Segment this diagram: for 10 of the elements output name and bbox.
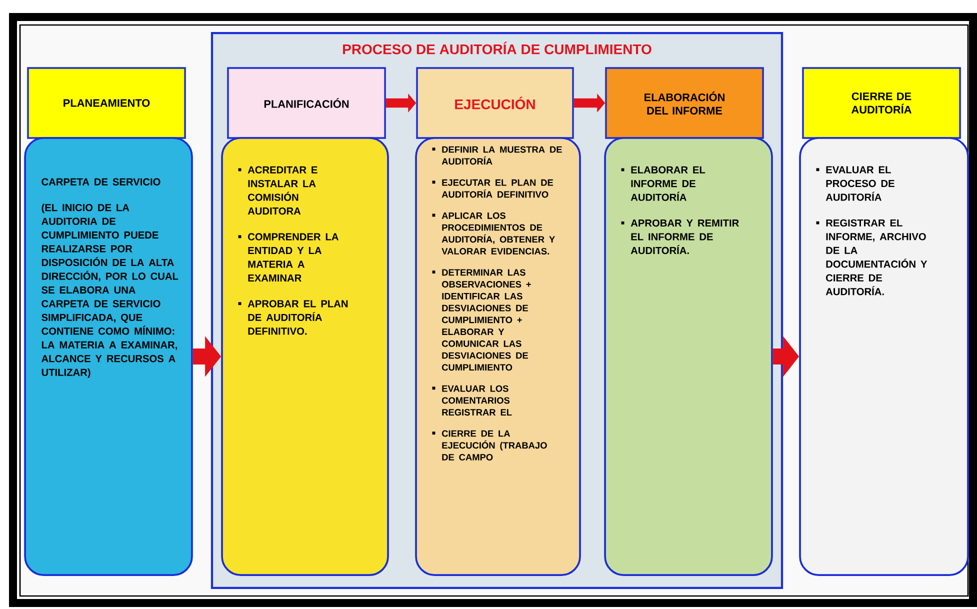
stage-card: CARPETA DE SERVICIO (EL INICIO DE LA AUDITORIA DE CUMPLIMIENTO PUEDE REALIZARSE POR DISPOSICIÓN DE LA ALTA DIRECCIÓN, POR LO CUAL SE ELABORA UNA CARPETA DE SERVICIO SIMPLIFICADA, QUE CONTIENE COMO MÍNIMO: LA MATERIA A EXAMINAR, ALCANCE Y RECURSOS A UTILIZAR) [24, 137, 193, 576]
stage-card: ACREDITAR E INSTALAR LA COMISIÓN AUDITORA COMPRENDER LA ENTIDAD Y LA MATERIA A EXAMINAR APROBAR EL PLAN DE AUDITORÍA DEFINITIVO. [221, 137, 389, 576]
stage-card: DEFINIR LA MUESTRA DE AUDITORÍA EJECUTAR EL PLAN DE AUDITORÍA DEFINITIVO APLICAR LOS PROCEDIMIENTOS DE AUDITORÍA, OBTENER Y VALORAR EVIDENCIAS. DETERMINAR LAS OBSERVACIONES + IDENTIFICAR LAS DESVIACIONES DE CUMPLIMIENTO + ELABORAR Y COMUNICAR LAS DESVIACIONES DE CUMPLIMIENTO EVALUAR LOS COMENTARIOS REGISTRAR EL CIERRE DE LA EJECUCIÓN (TRABAJO DE CAMPO [415, 137, 581, 576]
stage-card: EVALUAR EL PROCESO DE AUDITORÍA REGISTRAR EL INFORME, ARCHIVO DE LA DOCUMENTACIÓN Y CIERRE DE AUDITORÍA. [799, 137, 969, 576]
stage-card: ELABORAR EL INFORME DE AUDITORÍA APROBAR Y REMITIR EL INFORME DE AUDITORÍA. [604, 137, 773, 576]
stage-header: PLANEAMIENTO [27, 67, 186, 139]
stage-header: CIERRE DE AUDITORÍA [802, 67, 961, 139]
stage-header: PLANIFICACIÓN [227, 67, 386, 139]
stage-header: ELABORACIÓN DEL INFORME [605, 67, 764, 139]
stage-header: EJECUCIÓN [416, 67, 574, 139]
